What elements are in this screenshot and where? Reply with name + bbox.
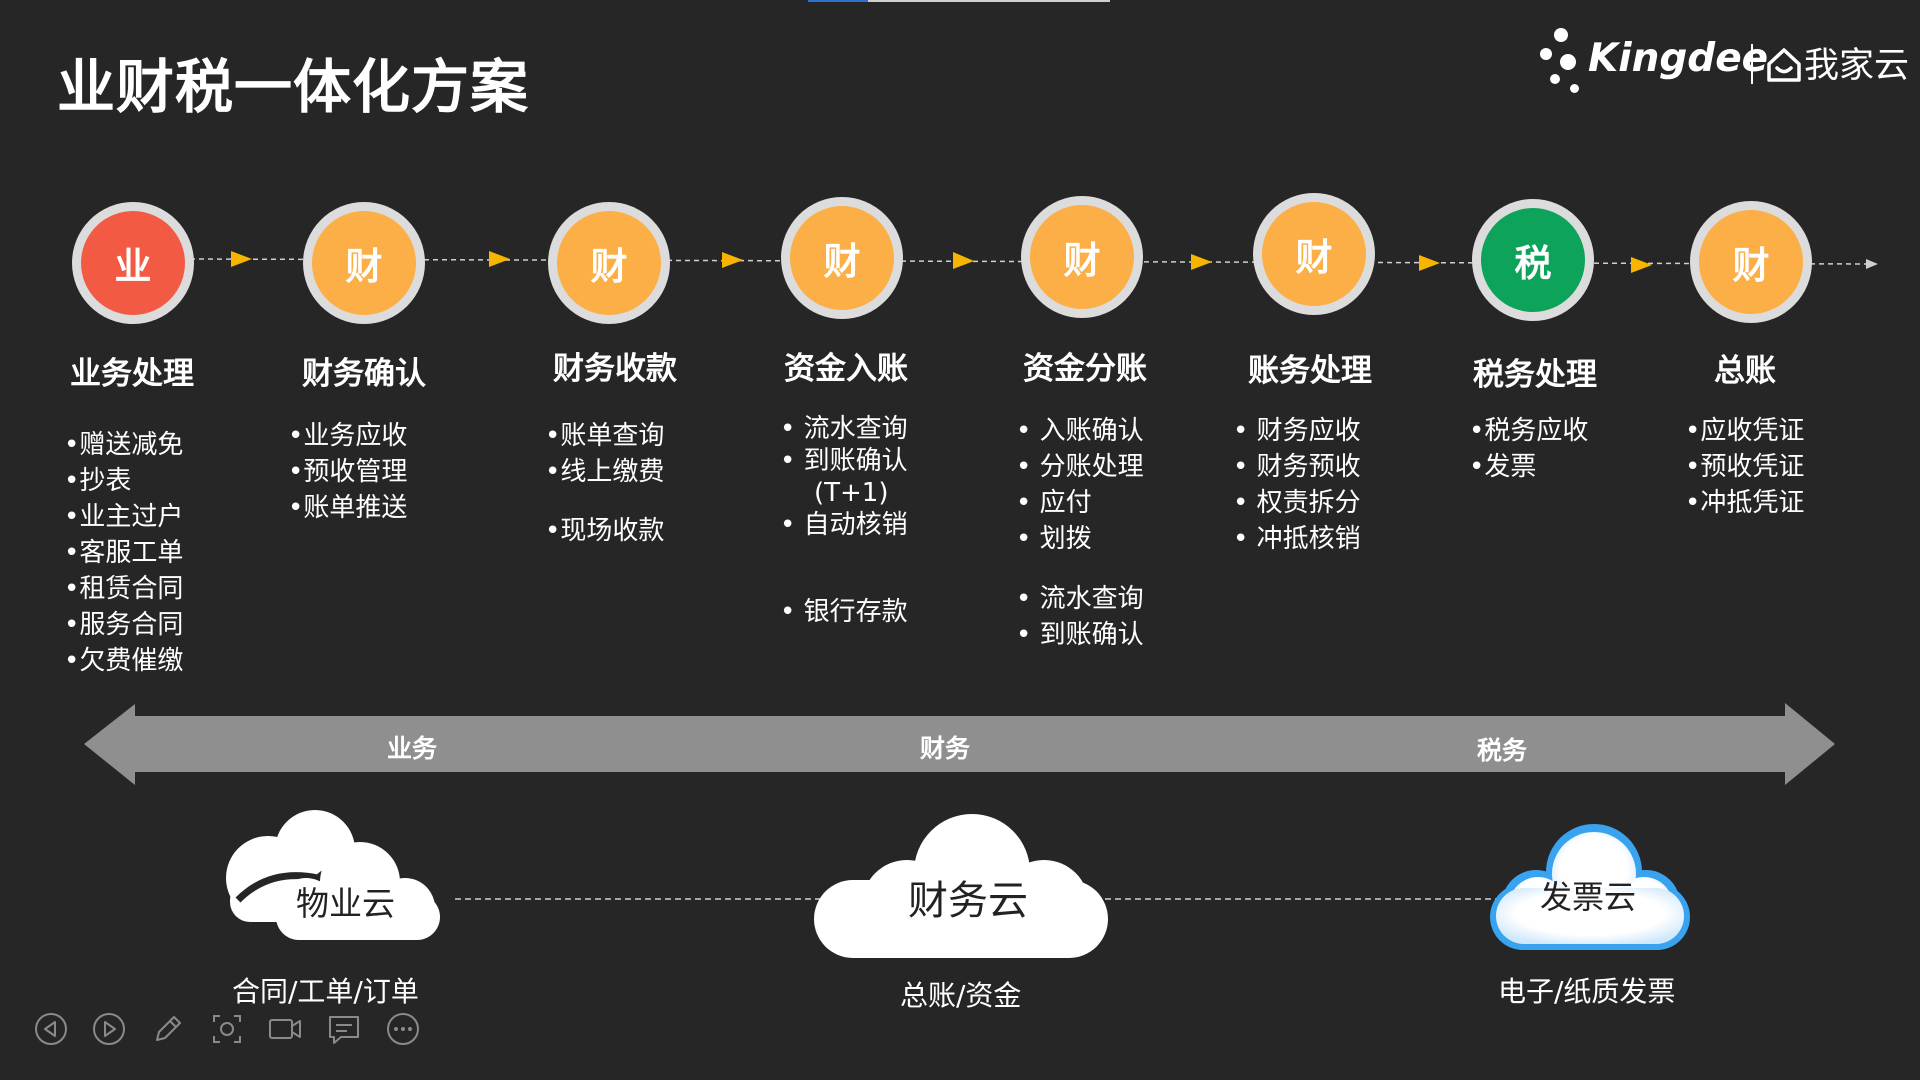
step-items-fund-split: • 入账确认 • 分账处理 • 应付 • 划拨 [1016, 416, 1144, 554]
step-title: 财务确认 [302, 356, 426, 392]
flow-arrow-icon [722, 252, 743, 268]
logo-dot-icon [1570, 84, 1579, 93]
step-node-label: 财 [790, 206, 894, 310]
step-node-label: 财 [1699, 210, 1803, 314]
screenshot-icon[interactable] [208, 1010, 246, 1048]
step-node-business: 业 [72, 202, 194, 324]
step-node-ledger: 财 [1690, 201, 1812, 323]
business-finance-tax-band [84, 703, 1835, 785]
logo-cn-text: 我家云 [1804, 46, 1910, 86]
finance-cloud-icon [814, 814, 1108, 958]
step-title: 业务处理 [70, 356, 194, 392]
top-progress-bar [808, 0, 1110, 2]
step-node-label: 财 [557, 211, 661, 315]
flow-arrow-icon [953, 252, 974, 269]
logo-dot-icon [1560, 54, 1576, 70]
step-node-label: 财 [1262, 202, 1366, 306]
cloud-sub-finance: 总账/资金 [900, 979, 1022, 1012]
step-items-fund-entry-extra: • 银行存款 [780, 597, 908, 627]
step-items-tax: •税务应收 •发票 [1469, 416, 1589, 482]
step-node-label: 业 [81, 211, 185, 315]
step-title: 资金分账 [1023, 351, 1147, 387]
logo-wordmark: Kingdee [1588, 36, 1769, 81]
cloud-name-property: 物业云 [296, 884, 395, 923]
band-label-tax: 税务 [1477, 736, 1528, 765]
step-items-fund-entry: • 流水查询 • 到账确认 (T+1) • 自动核销 [780, 414, 908, 540]
cloud-name-finance: 财务云 [908, 878, 1028, 924]
logo-dot-icon [1540, 48, 1552, 60]
step-items-finance-confirm: •业务应收 •预收管理 •账单推送 [288, 421, 408, 523]
flow-arrow-icon [1631, 257, 1652, 273]
step-node-tax: 税 [1472, 199, 1594, 321]
home-icon [1767, 48, 1801, 82]
camera-icon[interactable] [266, 1010, 304, 1048]
step-items-finance-collect-extra: •现场收款 [545, 516, 665, 546]
step-items-business: •赠送减免 •抄表 •业主过户 •客服工单 •租赁合同 •服务合同 •欠费催缴 [64, 430, 184, 676]
logo-dot-icon [1554, 28, 1568, 42]
step-node-label: 财 [312, 211, 416, 315]
logo-dot-icon [1550, 74, 1560, 84]
step-node-label: 税 [1481, 208, 1585, 312]
cloud-name-invoice: 发票云 [1540, 878, 1637, 916]
step-node-accounting: 财 [1253, 193, 1375, 315]
logo-separator [1751, 44, 1753, 84]
step-node-finance-collect: 财 [548, 202, 670, 324]
cloud-sub-invoice: 电子/纸质发票 [1498, 975, 1676, 1008]
step-title: 账务处理 [1248, 353, 1372, 389]
pen-icon[interactable] [149, 1010, 187, 1048]
page-title: 业财税一体化方案 [57, 53, 530, 121]
step-items-accounting: • 财务应收 • 财务预收 • 权责拆分 • 冲抵核销 [1233, 416, 1361, 554]
property-cloud-icon [226, 810, 440, 940]
flow-arrow-icon [1191, 254, 1212, 270]
band-label-business: 业务 [387, 734, 438, 763]
prev-icon[interactable] [32, 1010, 70, 1048]
step-title: 资金入账 [784, 351, 908, 387]
step-items-ledger: •应收凭证 •预收凭证 •冲抵凭证 [1685, 416, 1805, 518]
step-node-finance-confirm: 财 [303, 202, 425, 324]
invoice-cloud-icon [1490, 824, 1690, 950]
step-node-fund-entry: 财 [781, 197, 903, 319]
flow-arrow-icon [489, 251, 510, 267]
cloud-sub-property: 合同/工单/订单 [232, 975, 419, 1008]
more-icon[interactable] [384, 1010, 422, 1048]
kingdee-logo: Kingdee 我家云 [1536, 26, 1910, 102]
comment-icon[interactable] [325, 1010, 363, 1048]
step-title: 税务处理 [1473, 357, 1597, 393]
timeline-end-arrow-icon [1866, 259, 1878, 269]
step-title: 财务收款 [553, 351, 677, 387]
flow-arrow-icon [1419, 255, 1440, 271]
step-node-fund-split: 财 [1021, 196, 1143, 318]
step-items-fund-split-extra: • 流水查询 • 到账确认 [1016, 584, 1144, 650]
step-node-label: 财 [1030, 205, 1134, 309]
step-title: 总账 [1714, 353, 1776, 389]
band-label-finance: 财务 [920, 734, 971, 763]
next-icon[interactable] [90, 1010, 128, 1048]
flow-arrow-icon [231, 251, 252, 267]
top-progress-accent [808, 0, 868, 2]
step-items-finance-collect: •账单查询 •线上缴费 [545, 421, 665, 487]
